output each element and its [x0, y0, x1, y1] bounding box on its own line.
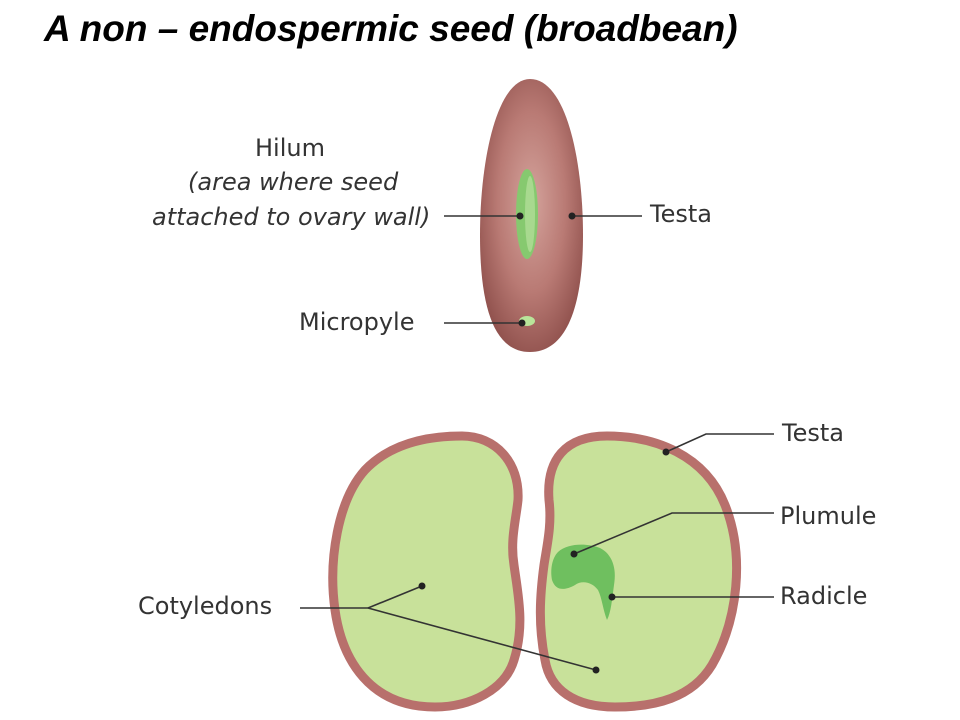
cotyledon-left-dot	[418, 582, 426, 590]
left-cotyledon	[328, 431, 525, 712]
hilum-highlight	[525, 176, 535, 252]
hilum-note-line-1: (area where seed	[188, 168, 399, 196]
cotyledons-leader-left	[367, 585, 423, 609]
cotyledons-leader-right	[367, 607, 597, 671]
testa-bottom-dot	[662, 448, 670, 456]
right-cotyledon	[535, 431, 741, 712]
testa-top-dot	[568, 212, 576, 220]
page-title: A non – endospermic seed (broadbean)	[44, 8, 738, 49]
radicle-dot	[608, 593, 616, 601]
hilum-dot	[516, 212, 524, 220]
radicle-label: Radicle	[780, 582, 867, 610]
plumule-dot	[570, 550, 578, 558]
testa-bottom-label: Testa	[781, 419, 844, 447]
plumule-label: Plumule	[780, 502, 876, 530]
cotyledons-label: Cotyledons	[138, 592, 272, 620]
plumule-leader-line	[573, 512, 774, 555]
hilum-note-line-2: attached to ovary wall)	[152, 203, 430, 231]
micropyle-dot	[518, 319, 526, 327]
hilum-label: Hilum	[255, 134, 325, 162]
micropyle-label: Micropyle	[299, 308, 414, 336]
testa-bottom-leader-line	[665, 433, 774, 453]
cotyledon-right-dot	[592, 666, 600, 674]
testa-top-label: Testa	[649, 200, 712, 228]
plumule-radicle-shape	[551, 544, 615, 620]
